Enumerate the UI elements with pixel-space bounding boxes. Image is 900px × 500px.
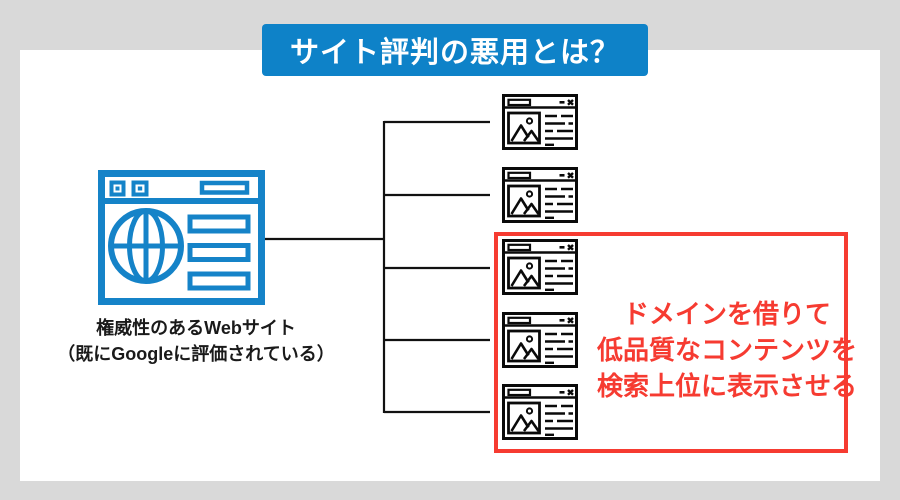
source-site-label-line1: 権威性のあるWebサイト xyxy=(96,318,296,338)
webpage-icon-highlighted xyxy=(502,312,578,368)
title-banner: サイト評判の悪用とは？ xyxy=(262,24,648,76)
abuse-annotation-line1: ドメインを借りて xyxy=(622,299,831,329)
webpage-icon xyxy=(502,167,578,223)
source-site-label-line2: （既にGoogleに評価されている） xyxy=(57,344,335,364)
webpage-icon-highlighted xyxy=(502,384,578,440)
webpage-icon-highlighted xyxy=(502,239,578,295)
abuse-annotation-line3: 検索上位に表示させる xyxy=(597,371,858,401)
abuse-annotation: ドメインを借りて 低品質なコンテンツを 検索上位に表示させる xyxy=(597,296,857,404)
source-site-label: 権威性のあるWebサイト （既にGoogleに評価されている） xyxy=(34,315,358,367)
webpage-icon xyxy=(502,94,578,150)
browser-window-globe-icon xyxy=(98,170,265,305)
page-title: サイト評判の悪用とは？ xyxy=(289,37,620,69)
abuse-annotation-line2: 低品質なコンテンツを xyxy=(597,335,858,365)
abuse-highlight-box xyxy=(494,232,848,453)
